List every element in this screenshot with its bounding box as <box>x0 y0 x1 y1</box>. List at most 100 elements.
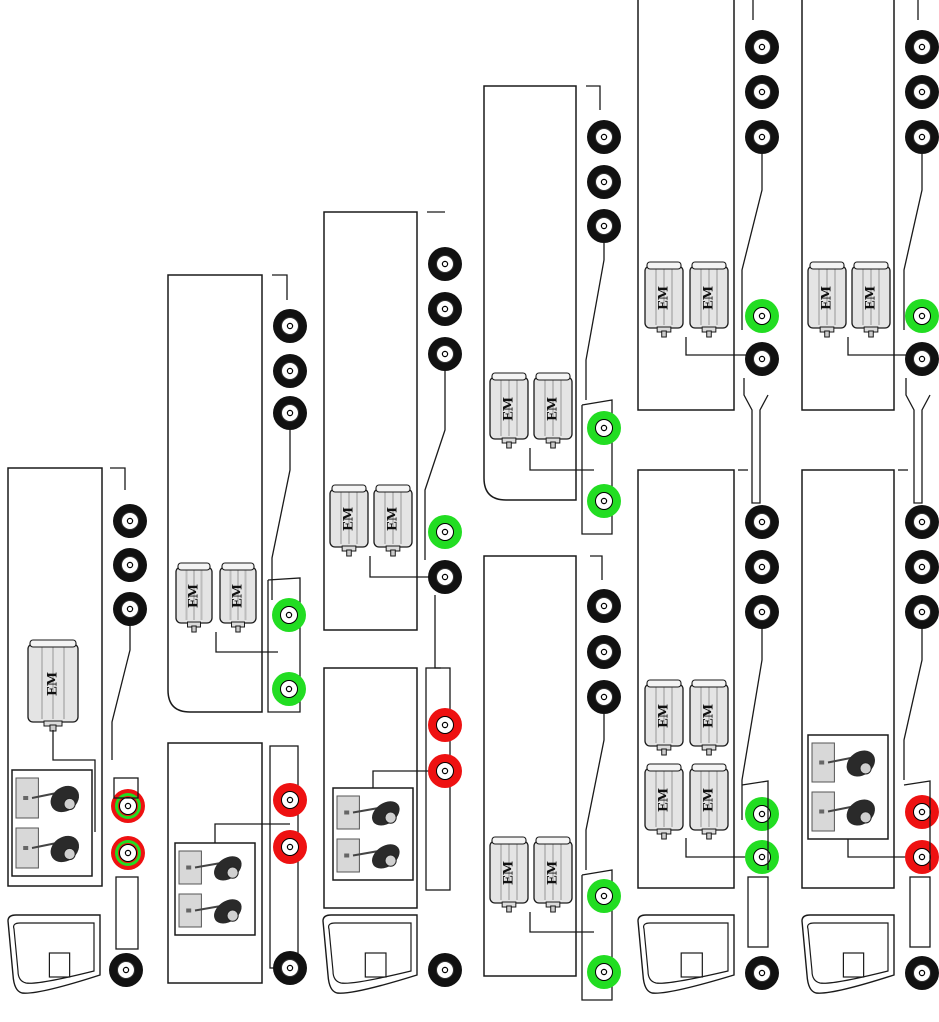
motor-end-cap <box>692 764 726 771</box>
motor-label: EM <box>864 286 879 310</box>
motor-shaft <box>192 626 196 632</box>
truck-cab <box>802 915 894 993</box>
generator-module <box>808 735 888 839</box>
coupling <box>435 595 441 668</box>
hitch-line <box>272 275 287 300</box>
electric-motor: EM <box>808 262 846 337</box>
electric-motor: EM <box>490 373 528 448</box>
motor-end-cap <box>30 640 76 647</box>
wheel <box>745 595 779 629</box>
generator-module <box>12 770 92 876</box>
wheel <box>905 595 939 629</box>
electric-motor: EM <box>645 680 683 755</box>
motor-shaft <box>391 550 396 556</box>
wheel <box>428 292 462 326</box>
wheel <box>587 635 621 669</box>
electric-motor: EM <box>534 373 572 448</box>
config-6: EM EM <box>802 0 939 993</box>
motor-shaft <box>662 749 667 755</box>
wheel <box>905 956 939 990</box>
motor-end-cap <box>854 262 888 269</box>
config-4: EM EM EM EM <box>484 86 621 1000</box>
motor-shaft <box>662 331 667 337</box>
wheel <box>428 337 462 371</box>
wheel <box>113 504 147 538</box>
motor-end-cap <box>692 680 726 687</box>
axle-link <box>586 714 604 870</box>
wheel <box>905 342 939 376</box>
piston-pin <box>64 798 75 809</box>
cab-door-window <box>681 953 702 977</box>
drawbar <box>744 378 768 503</box>
motor-label: EM <box>657 704 672 728</box>
electric-motor: EM <box>220 563 256 632</box>
wheel <box>905 505 939 539</box>
motor-label: EM <box>342 507 357 531</box>
electric-motor: EM <box>28 640 78 731</box>
config-1: EM <box>8 468 147 993</box>
driven-wheel <box>745 299 779 333</box>
motor-label: EM <box>546 397 561 421</box>
driven-wheel <box>745 840 779 874</box>
motor-shaft <box>507 906 512 912</box>
electric-motor: EM <box>690 262 728 337</box>
motor-shaft <box>825 331 830 337</box>
wheel <box>428 560 462 594</box>
hitch-line <box>586 86 600 110</box>
axle-link <box>742 629 762 820</box>
braked-wheel <box>273 830 307 864</box>
wheel <box>113 592 147 626</box>
electric-motor: EM <box>490 837 528 912</box>
wheel <box>905 120 939 154</box>
motor-end-cap <box>692 262 726 269</box>
wheel <box>905 75 939 109</box>
regenerative-wheel <box>111 789 145 823</box>
driven-wheel <box>428 515 462 549</box>
piston-pin <box>860 763 871 774</box>
generator-module <box>333 788 413 880</box>
motor-shaft <box>236 626 240 632</box>
wheel <box>745 120 779 154</box>
motor-shaft <box>707 331 712 337</box>
braked-wheel <box>905 840 939 874</box>
wheel <box>428 953 462 987</box>
wheel <box>587 589 621 623</box>
motor-label: EM <box>546 861 561 885</box>
electric-motor: EM <box>690 680 728 755</box>
wheel <box>113 548 147 582</box>
wheel <box>109 953 143 987</box>
driven-wheel <box>587 879 621 913</box>
motor-label: EM <box>657 286 672 310</box>
braked-wheel <box>428 708 462 742</box>
wheel <box>745 30 779 64</box>
axle-link <box>272 430 290 600</box>
braked-wheel <box>273 783 307 817</box>
cab-door-window <box>843 953 863 977</box>
motor-end-cap <box>647 262 681 269</box>
wheel <box>587 165 621 199</box>
wheel <box>587 209 621 243</box>
motor-label: EM <box>502 861 517 885</box>
motor-shaft <box>707 749 712 755</box>
braked-wheel <box>428 754 462 788</box>
motor-end-cap <box>178 563 210 570</box>
motor-end-cap <box>492 373 526 380</box>
driven-wheel <box>905 299 939 333</box>
axle-link <box>586 243 604 400</box>
motor-end-cap <box>536 837 570 844</box>
cab-door-window <box>49 953 69 977</box>
config-5: EMEMEMEMEMEM <box>638 0 779 993</box>
piston-pin <box>860 812 871 823</box>
wheel <box>587 120 621 154</box>
wheel <box>745 505 779 539</box>
wheel <box>273 309 307 343</box>
motor-end-cap <box>376 485 410 492</box>
motor-label: EM <box>657 788 672 812</box>
piston-pin <box>64 848 75 859</box>
hitch-line <box>110 468 125 490</box>
driven-wheel <box>745 797 779 831</box>
braked-wheel <box>905 795 939 829</box>
wheel <box>273 951 307 985</box>
